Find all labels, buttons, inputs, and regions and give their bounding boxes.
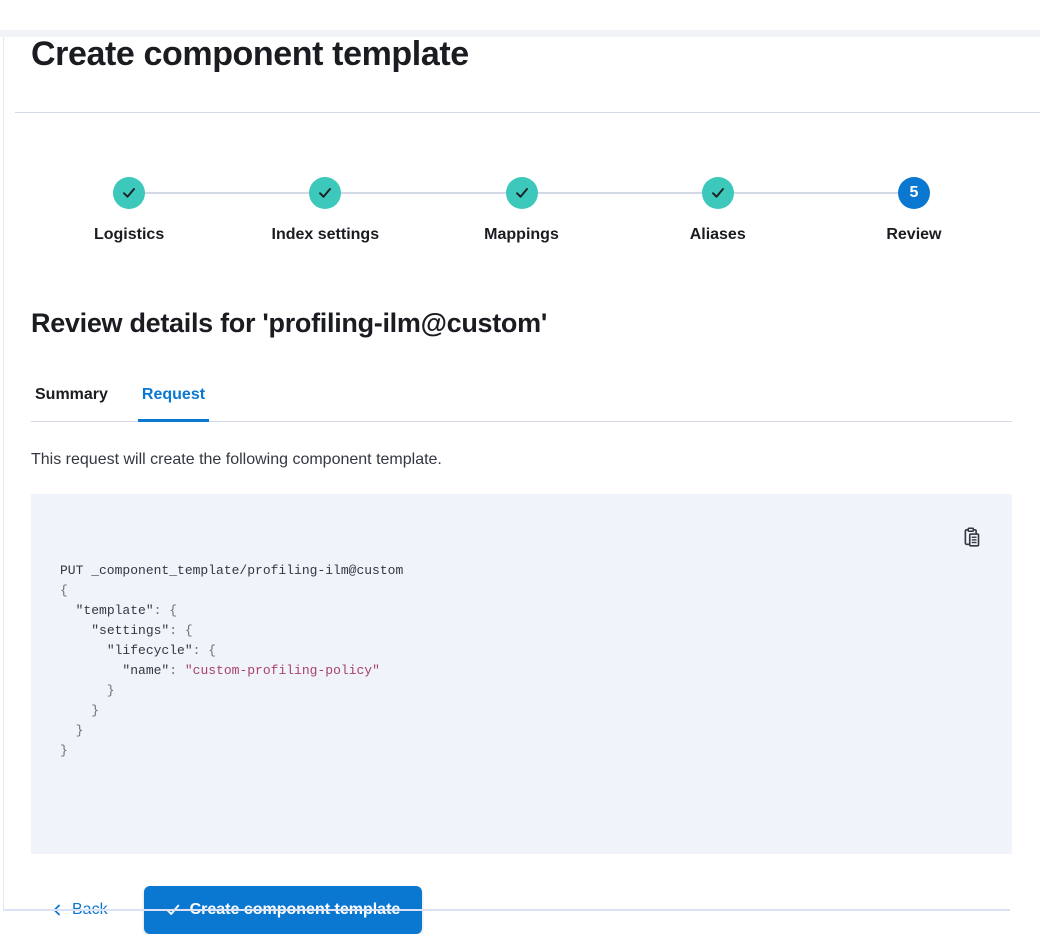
stepper-step-mappings[interactable]: Mappings <box>423 177 620 247</box>
copy-button[interactable] <box>959 524 985 550</box>
step-label: Logistics <box>93 226 165 243</box>
tab-summary[interactable]: Summary <box>31 383 112 421</box>
tab-request[interactable]: Request <box>137 383 210 422</box>
request-code-block: PUT _component_template/profiling-ilm@cu… <box>31 494 1012 854</box>
panel-edge-top <box>0 30 1040 37</box>
stepper-step-index-settings[interactable]: Index settings <box>227 177 424 247</box>
step-check-icon <box>505 177 538 209</box>
step-label: Index settings <box>271 226 380 243</box>
code-line: "template": { <box>75 603 178 618</box>
code-line: "lifecycle": { <box>106 643 217 658</box>
code-line: "settings": { <box>91 623 193 638</box>
page-title: Create component template <box>31 35 469 73</box>
step-label: Review <box>886 226 942 243</box>
copy-clipboard-icon <box>962 527 982 547</box>
stepper-step-aliases[interactable]: Aliases <box>619 177 817 247</box>
step-label: Mappings <box>484 226 559 243</box>
code-line: } <box>60 683 115 698</box>
request-code-lines: PUT _component_template/profiling-ilm@cu… <box>60 561 948 761</box>
create-component-template-page: Create component template Logistics Index… <box>0 30 1040 934</box>
step-label: Aliases <box>689 226 746 243</box>
code-line: "name": "custom-profiling-policy" <box>122 663 380 678</box>
review-tabs: Summary Request <box>31 383 1012 422</box>
step-check-icon <box>309 177 342 209</box>
title-divider <box>15 112 1040 113</box>
code-line: } <box>60 743 68 758</box>
panel-edge-bottom <box>4 909 1010 911</box>
panel-edge-left <box>3 37 4 911</box>
stepper-step-logistics[interactable]: Logistics <box>31 177 228 247</box>
step-check-icon <box>701 177 734 209</box>
code-line: } <box>60 703 100 718</box>
request-description: This request will create the following c… <box>31 451 442 468</box>
review-heading: Review details for 'profiling-ilm@custom… <box>31 308 547 338</box>
step-number-badge: 5 <box>897 177 930 209</box>
code-line: } <box>60 723 84 738</box>
code-line: PUT _component_template/profiling-ilm@cu… <box>60 563 404 578</box>
code-line: { <box>60 583 68 598</box>
step-check-icon <box>113 177 146 209</box>
